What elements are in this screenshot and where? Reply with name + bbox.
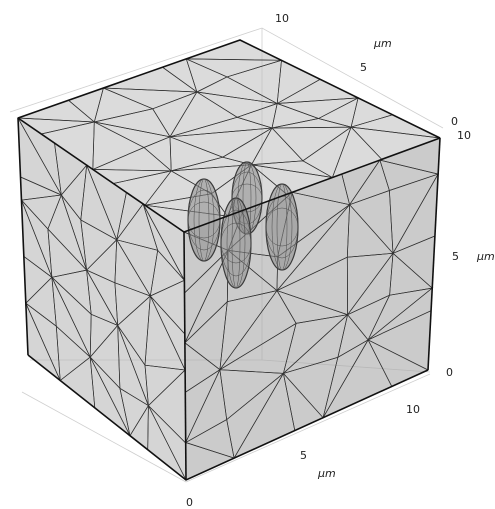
box-top-face: [18, 40, 440, 232]
inclusion-ellipsoid[interactable]: [187, 178, 221, 262]
tick-label: 10: [457, 129, 471, 142]
tick-label: 0: [451, 115, 458, 128]
axis-unit-label: μm: [317, 467, 336, 480]
axis-y-top: 10 μm 5 0: [275, 12, 458, 128]
box-left-face: [18, 118, 186, 480]
inclusion-ellipsoid[interactable]: [265, 183, 299, 271]
tick-label: 5: [300, 449, 307, 462]
tick-label: 10: [406, 403, 420, 416]
tick-label: 0: [446, 366, 453, 379]
inclusions-group: [187, 161, 299, 289]
tick-label: 5: [360, 61, 367, 74]
axis-z-right: 10 5 μm 0: [446, 129, 495, 379]
tick-label: 5: [452, 250, 459, 263]
box-edges: [17, 39, 441, 481]
tick-label: 10: [275, 12, 289, 25]
tick-label: 0: [186, 496, 193, 509]
axis-unit-label: μm: [476, 250, 495, 263]
axis-x-bottom: 10 5 μm 0: [186, 403, 420, 509]
inclusion-ellipsoid[interactable]: [220, 197, 252, 289]
axis-unit-label: μm: [373, 37, 392, 50]
